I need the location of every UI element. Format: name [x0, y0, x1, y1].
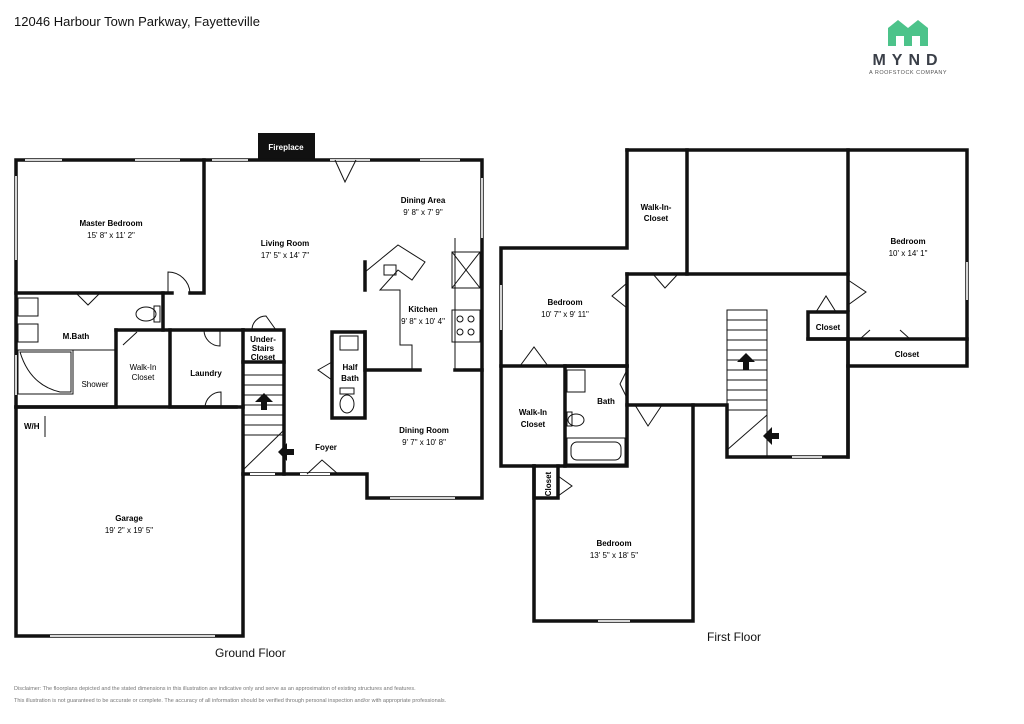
- master-bath-label: M.Bath: [63, 332, 90, 341]
- first-floor-label: First Floor: [707, 630, 761, 644]
- ground-floor-label: Ground Floor: [215, 646, 286, 660]
- dining-area-dimensions: 9' 8" x 7' 9": [403, 208, 443, 217]
- kitchen-label: Kitchen: [408, 305, 437, 314]
- laundry-label: Laundry: [190, 369, 222, 378]
- living-room-dimensions: 17' 5" x 14' 7": [261, 251, 309, 260]
- stair-up-arrow-icon: [255, 393, 273, 410]
- half-bath-label-line2: Bath: [341, 374, 359, 383]
- logo-subtitle: A ROOFSTOCK COMPANY: [868, 70, 948, 76]
- kitchen-dimensions: 9' 8" x 10' 4": [401, 317, 445, 326]
- logo-wordmark: MYND: [872, 52, 944, 69]
- foyer-label: Foyer: [315, 443, 337, 452]
- stair-left-arrow-icon: [763, 427, 779, 445]
- bedroom-s-dimensions: 13' 5" x 18' 5": [590, 551, 638, 560]
- garage-label: Garage: [115, 514, 143, 523]
- bath-label: Bath: [597, 397, 615, 406]
- fireplace: [258, 133, 315, 160]
- bedroom-ne-label: Bedroom: [890, 237, 925, 246]
- bedroom-s-label: Bedroom: [596, 539, 631, 548]
- walkin-closet-lower-label-line1: Walk-In: [519, 408, 547, 417]
- dining-room-label: Dining Room: [399, 426, 449, 435]
- walkin-closet-label-line2: Closet: [132, 373, 155, 382]
- dining-area-label: Dining Area: [401, 196, 446, 205]
- walkin-closet-upper-label-line1: Walk-In-: [641, 203, 672, 212]
- disclaimer-line1: Disclaimer: The floorplans depicted and …: [14, 686, 416, 692]
- company-logo: MYND A ROOFSTOCK COMPANY: [866, 12, 950, 76]
- walkin-closet-label-line1: Walk-In: [130, 363, 157, 372]
- bedroom-ne-dimensions: 10' x 14' 1": [889, 249, 928, 258]
- half-bath-label-line1: Half: [342, 363, 357, 372]
- dining-room-dimensions: 9' 7" x 10' 8": [402, 438, 446, 447]
- stair-up-arrow-icon: [737, 353, 755, 370]
- first-stairs: [726, 309, 779, 458]
- shower-label: Shower: [81, 380, 108, 389]
- master-bedroom-dimensions: 15' 8" x 11' 2": [87, 231, 135, 240]
- stair-left-arrow-icon: [278, 443, 294, 461]
- bedroom-w-label: Bedroom: [547, 298, 582, 307]
- living-room-label: Living Room: [261, 239, 309, 248]
- first-floor-plan: Walk-In- Closet Bedroom 10' x 14' 1" Bed…: [499, 148, 969, 623]
- under-stairs-closet-label-line1: Under-: [250, 335, 276, 344]
- closet-1-label: Closet: [816, 323, 841, 332]
- master-bedroom-label: Master Bedroom: [79, 219, 142, 228]
- walkin-closet-upper-label-line2: Closet: [644, 214, 669, 223]
- house-logo-icon: [888, 20, 928, 46]
- walkin-closet-lower-label-line2: Closet: [521, 420, 546, 429]
- property-address: 12046 Harbour Town Parkway, Fayetteville: [14, 14, 260, 29]
- water-heater-label: W/H: [24, 422, 40, 431]
- bedroom-w-dimensions: 10' 7" x 9' 11": [541, 310, 589, 319]
- disclaimer-line2: This illustration is not guaranteed to b…: [14, 698, 447, 704]
- fireplace-label: Fireplace: [268, 143, 304, 152]
- ground-stairs: [242, 374, 294, 471]
- ground-floor-plan: Fireplace: [14, 133, 484, 638]
- closet-vertical-label: Closet: [544, 471, 553, 496]
- under-stairs-closet-label-line2: Stairs: [252, 344, 275, 353]
- closet-2-label: Closet: [895, 350, 920, 359]
- under-stairs-closet-label-line3: Closet: [251, 353, 276, 362]
- garage-dimensions: 19' 2" x 19' 5": [105, 526, 153, 535]
